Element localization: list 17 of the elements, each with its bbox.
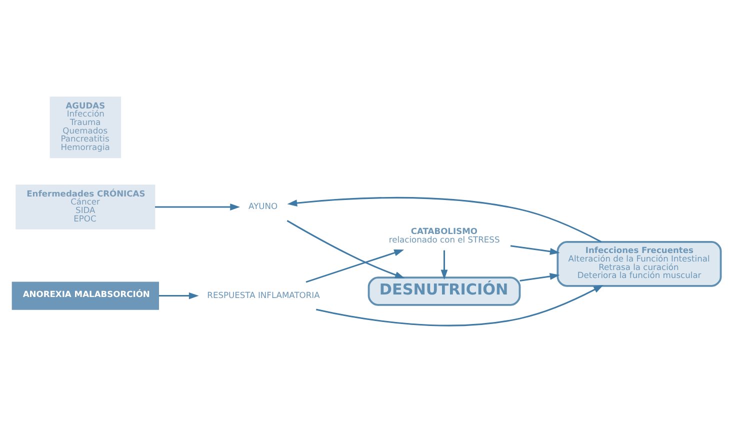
- arrow: [286, 220, 405, 278]
- node-text: CATABOLISMO relacionado con el STRESS: [388, 226, 500, 245]
- arrow: [520, 273, 560, 282]
- node-box: AGUDAS Infección Trauma Quemados Pancreatitis Hemorragia: [50, 96, 122, 158]
- node-box: DESNUTRICIÓN: [368, 276, 521, 306]
- arrow: [510, 245, 560, 255]
- arrow: [306, 249, 404, 283]
- arrow: [158, 292, 199, 300]
- arrow: [287, 196, 602, 242]
- node-text: AYUNO: [248, 201, 278, 212]
- node-box: Enfermedades CRÓNICAS Cáncer SIDA EPOC: [16, 184, 156, 230]
- node-box: ANOREXIA MALABSORCIÓN: [12, 282, 159, 310]
- node-box: Infecciones Frecuentes Alteración de la Función Intestinal Retrasa la curación Deteriora la función muscular: [556, 240, 722, 287]
- arrow: [155, 204, 240, 210]
- arrow: [316, 284, 604, 326]
- node-text: RESPUESTA INFLAMATORIA: [207, 290, 320, 300]
- arrow: [440, 250, 448, 280]
